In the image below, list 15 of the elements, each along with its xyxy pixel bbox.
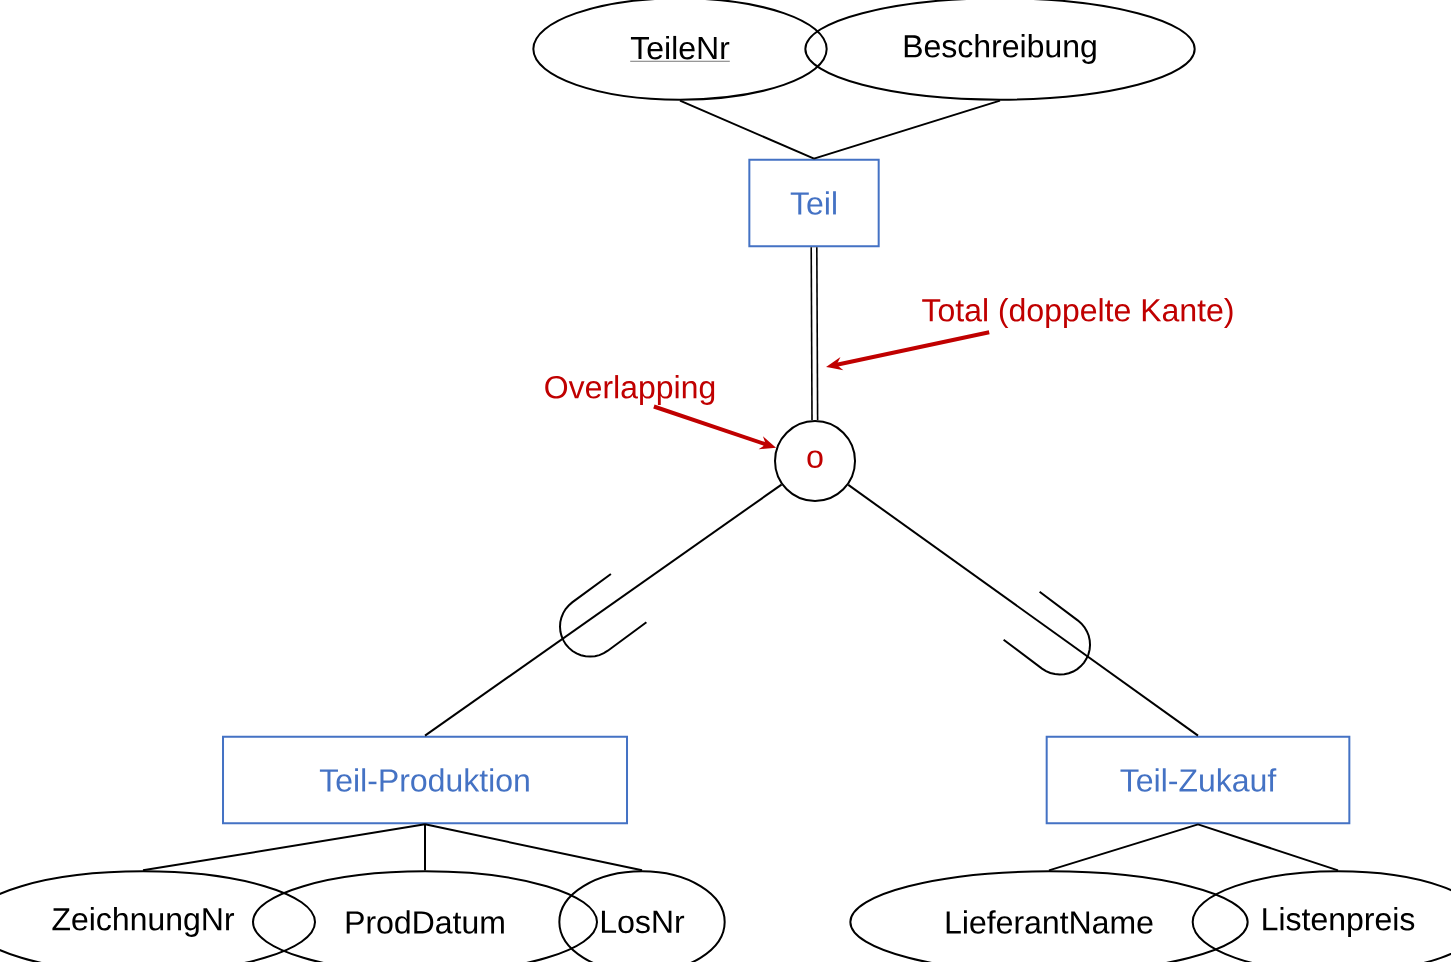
connector-line (813, 99, 1001, 160)
entity-box: Teil-Zukauf (1045, 735, 1351, 825)
connector-line (1197, 823, 1339, 872)
annotation-text: Total (doppelte Kante) (922, 298, 1233, 328)
entity-box: Teil-Produktion (222, 735, 628, 825)
double-line (810, 247, 819, 420)
connector-line (1048, 823, 1199, 872)
connector-line (424, 823, 426, 872)
connector-line (142, 823, 426, 872)
connector-line (679, 99, 815, 160)
entity-box: Teil (748, 158, 880, 248)
connector-line (424, 823, 643, 872)
connector-line (424, 483, 783, 737)
connector-line (847, 483, 1199, 737)
annotation-text: Overlapping (545, 375, 715, 405)
